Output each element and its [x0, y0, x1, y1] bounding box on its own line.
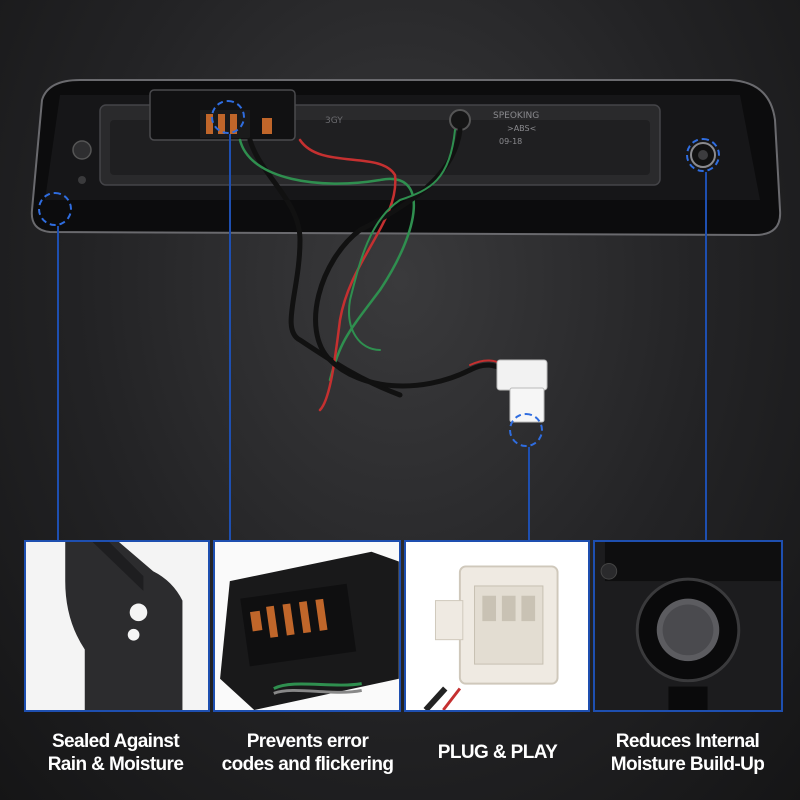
caption-moisture: Reduces Internal Moisture Build-Up — [590, 730, 785, 776]
caption-sealed: Sealed Against Rain & Moisture — [18, 730, 213, 776]
marker-vent — [686, 138, 720, 172]
callout-line-2 — [229, 134, 231, 540]
callout-line-1 — [57, 226, 59, 540]
marker-plug — [509, 413, 543, 447]
caption-plug-play-line1: PLUG & PLAY — [437, 742, 558, 763]
callout-line-4 — [705, 172, 707, 540]
caption-plug-play: PLUG & PLAY — [400, 741, 595, 764]
mold-brand-text: SPEOKING — [493, 111, 539, 121]
caption-moisture-line1: Reduces Internal — [615, 731, 760, 752]
vent-image — [595, 542, 781, 710]
caption-error-codes-line1: Prevents error — [246, 731, 369, 752]
product-photo: SPEOKING >ABS< 09-18 3GY — [30, 79, 782, 423]
panel-vent — [593, 540, 783, 712]
wire-harness — [238, 127, 508, 412]
caption-sealed-line2: Rain & Moisture — [47, 754, 184, 775]
panel-gasket — [24, 540, 210, 712]
marker-seal — [38, 192, 72, 226]
caption-error-codes-line2: codes and flickering — [221, 754, 394, 775]
marker-module — [211, 100, 245, 134]
gasket-image — [65, 542, 183, 710]
caption-moisture-line2: Moisture Build-Up — [610, 754, 765, 775]
mold-code-text: 3GY — [325, 116, 343, 126]
panel-driver-module — [213, 540, 401, 712]
mold-material-text: >ABS< — [507, 124, 536, 133]
caption-error-codes: Prevents error codes and flickering — [210, 730, 405, 776]
panel-plug — [404, 540, 590, 712]
driver-module-image — [215, 542, 399, 710]
mold-date-text: 09-18 — [499, 137, 522, 146]
callout-line-3 — [528, 447, 530, 540]
plug-image — [406, 542, 588, 710]
caption-sealed-line1: Sealed Against — [51, 731, 180, 752]
